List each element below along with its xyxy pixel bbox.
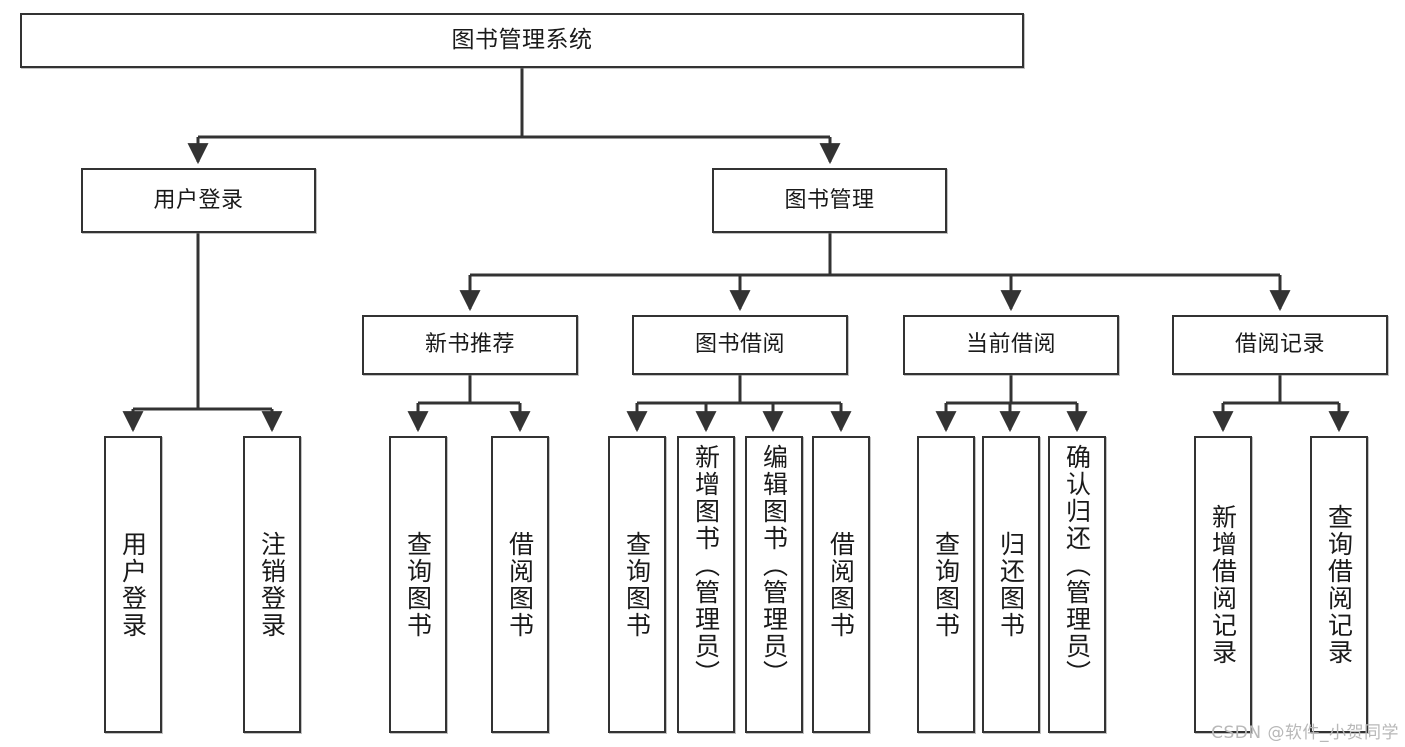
leaf-book-borrow-edit-book-admin-label: 编辑图书（管理员） [759, 444, 789, 687]
leaf-user-login-logout-label: 注销登录 [257, 530, 287, 639]
node-book-management[interactable]: 图书管理 [712, 168, 947, 233]
node-borrow-record-label: 借阅记录 [1234, 332, 1325, 358]
leaf-user-login-login-label: 用户登录 [118, 530, 148, 639]
node-borrow-record[interactable]: 借阅记录 [1172, 315, 1388, 375]
leaf-book-borrow-borrow-books-label: 借阅图书 [826, 530, 856, 639]
leaf-current-borrow-confirm-return-admin-label: 确认归还（管理员） [1062, 444, 1092, 687]
leaf-new-book-query-books-label: 查询图书 [403, 530, 433, 639]
leaf-borrow-record-add-record-label: 新增借阅记录 [1208, 503, 1238, 666]
node-current-borrow[interactable]: 当前借阅 [903, 315, 1119, 375]
node-root-label: 图书管理系统 [451, 27, 593, 54]
node-user-login[interactable]: 用户登录 [81, 168, 316, 233]
leaf-current-borrow-confirm-return-admin[interactable]: 确认归还（管理员） [1048, 436, 1106, 733]
leaf-current-borrow-query-books[interactable]: 查询图书 [917, 436, 975, 733]
leaf-book-borrow-query-books[interactable]: 查询图书 [608, 436, 666, 733]
leaf-new-book-borrow-books[interactable]: 借阅图书 [491, 436, 549, 733]
leaf-book-borrow-edit-book-admin[interactable]: 编辑图书（管理员） [745, 436, 803, 733]
node-book-management-label: 图书管理 [784, 187, 875, 213]
node-book-borrow[interactable]: 图书借阅 [632, 315, 848, 375]
leaf-book-borrow-add-book-admin-label: 新增图书（管理员） [691, 444, 721, 687]
node-user-login-label: 用户登录 [153, 187, 244, 213]
leaf-borrow-record-add-record[interactable]: 新增借阅记录 [1194, 436, 1252, 733]
leaf-new-book-query-books[interactable]: 查询图书 [389, 436, 447, 733]
leaf-current-borrow-query-books-label: 查询图书 [931, 530, 961, 639]
leaf-book-borrow-borrow-books[interactable]: 借阅图书 [812, 436, 870, 733]
leaf-book-borrow-add-book-admin[interactable]: 新增图书（管理员） [677, 436, 735, 733]
leaf-borrow-record-query-record-label: 查询借阅记录 [1324, 503, 1354, 666]
node-current-borrow-label: 当前借阅 [965, 332, 1056, 358]
leaf-current-borrow-return-books[interactable]: 归还图书 [982, 436, 1040, 733]
leaf-user-login-logout[interactable]: 注销登录 [243, 436, 301, 733]
leaf-borrow-record-query-record[interactable]: 查询借阅记录 [1310, 436, 1368, 733]
leaf-new-book-borrow-books-label: 借阅图书 [505, 530, 535, 639]
node-root-book-management-system[interactable]: 图书管理系统 [20, 13, 1024, 68]
node-new-book-recommend-label: 新书推荐 [424, 332, 515, 358]
node-book-borrow-label: 图书借阅 [694, 332, 785, 358]
leaf-current-borrow-return-books-label: 归还图书 [996, 530, 1026, 639]
leaf-book-borrow-query-books-label: 查询图书 [622, 530, 652, 639]
node-new-book-recommend[interactable]: 新书推荐 [362, 315, 578, 375]
leaf-user-login-login[interactable]: 用户登录 [104, 436, 162, 733]
